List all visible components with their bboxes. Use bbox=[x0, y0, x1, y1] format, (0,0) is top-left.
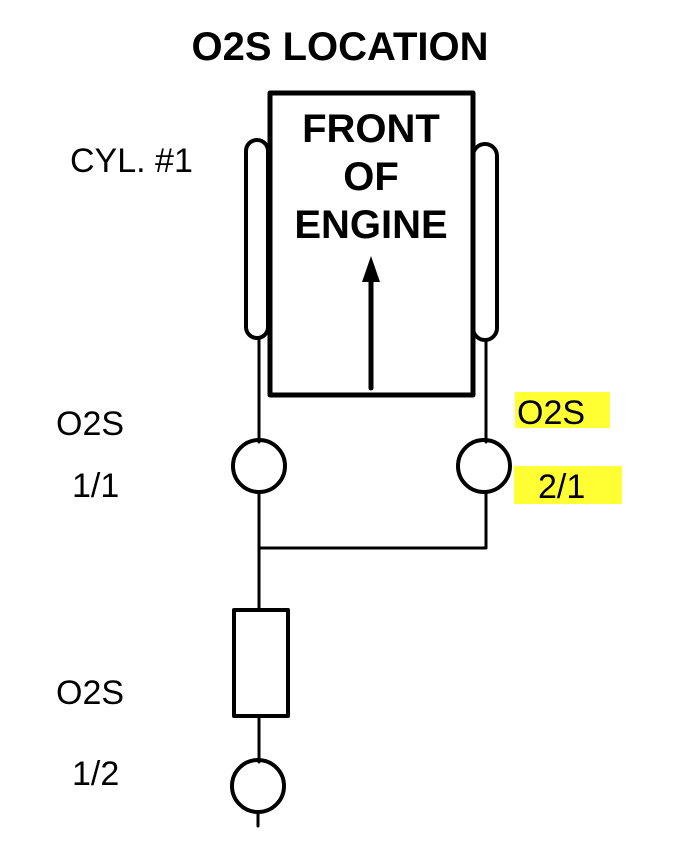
o2s-1-1-sensor bbox=[231, 438, 287, 494]
o2s-1-1-position: 1/1 bbox=[72, 467, 119, 505]
o2s-1-2-position: 1/2 bbox=[72, 755, 119, 793]
diagram-title: O2S LOCATION bbox=[191, 25, 488, 69]
engine-label-front: FRONT bbox=[302, 107, 440, 151]
o2s-1-1-name: O2S bbox=[56, 405, 124, 443]
engine-label-engine: ENGINE bbox=[294, 203, 447, 247]
y-pipe-joint bbox=[257, 490, 488, 550]
o2s-1-2-sensor bbox=[230, 758, 286, 814]
exhaust-manifold-bank-2 bbox=[471, 142, 499, 342]
highlight-o2s-2-1-name bbox=[515, 392, 610, 428]
front-arrow-head bbox=[362, 256, 380, 282]
highlight-o2s-2-1-position bbox=[514, 466, 622, 504]
exhaust-manifold-bank-1 bbox=[244, 138, 270, 340]
engine-label-of: OF bbox=[343, 155, 399, 199]
o2s-2-1-sensor bbox=[456, 438, 512, 494]
o2s-2-1-position: 2/1 bbox=[538, 468, 585, 506]
cylinder-label: CYL. #1 bbox=[70, 142, 193, 180]
o2s-2-1-name: O2S bbox=[517, 394, 585, 432]
catalytic-converter bbox=[232, 608, 290, 718]
o2s-1-2-name: O2S bbox=[56, 674, 124, 712]
